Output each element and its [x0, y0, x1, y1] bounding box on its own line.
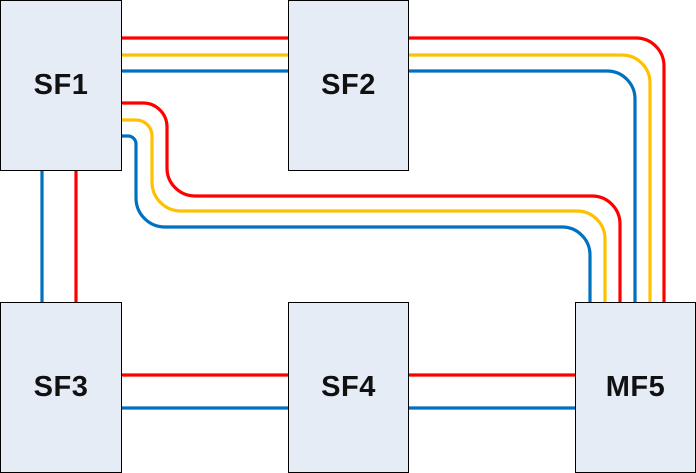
- node-sf1-label: SF1: [33, 69, 89, 101]
- link-sf1-mf5-blue: [121, 134, 592, 302]
- link-sf1-mf5-via-sf2-yellow: [121, 53, 652, 302]
- node-sf3-label: SF3: [33, 371, 89, 403]
- node-sf4[interactable]: SF4: [288, 302, 409, 473]
- link-sf1-mf5-via-sf2-blue: [121, 69, 637, 302]
- node-mf5[interactable]: MF5: [575, 302, 696, 473]
- link-sf1-mf5-via-sf2-red: [121, 36, 666, 302]
- node-mf5-label: MF5: [605, 371, 666, 403]
- link-sf1-mf5-red: [121, 101, 622, 302]
- link-sf1-mf5-yellow: [121, 118, 607, 302]
- node-sf2-label: SF2: [321, 69, 376, 101]
- node-sf4-label: SF4: [321, 371, 376, 403]
- node-sf1[interactable]: SF1: [0, 0, 122, 171]
- node-sf2[interactable]: SF2: [288, 0, 409, 171]
- node-sf3[interactable]: SF3: [0, 302, 122, 473]
